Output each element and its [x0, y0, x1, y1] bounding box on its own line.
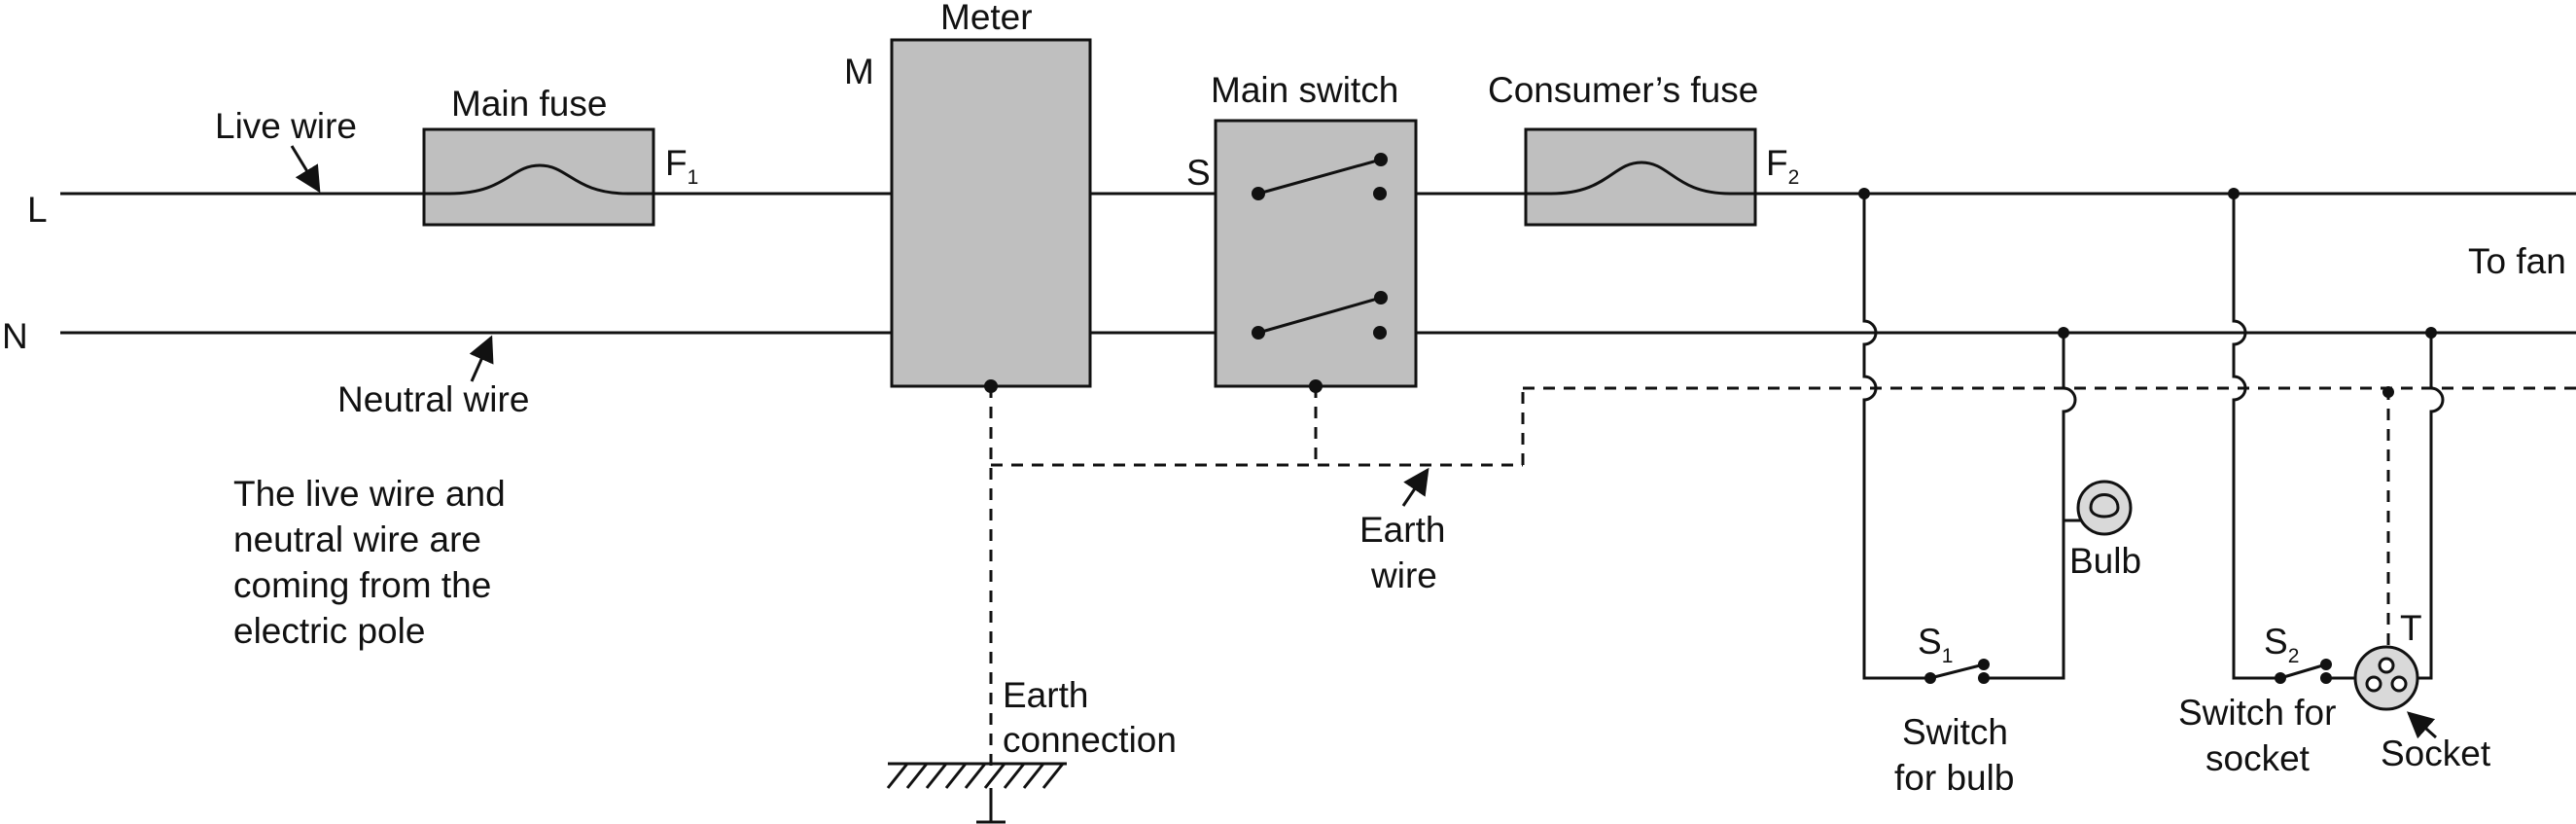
socket-label: Socket — [2381, 734, 2491, 773]
main-fuse-tag: F1 — [665, 143, 698, 189]
svg-text:coming from the: coming from the — [233, 565, 491, 605]
earth-connection-label-2: connection — [1003, 720, 1177, 760]
svg-text:The live wire and: The live wire and — [233, 474, 506, 514]
live-wire-pointer — [290, 145, 321, 194]
neutral-wire-pointer — [469, 335, 494, 382]
bulb-live-junction — [1858, 188, 1870, 199]
neutral-line-letter: N — [2, 316, 28, 356]
svg-text:neutral wire are: neutral wire are — [233, 519, 481, 559]
meter-tag: M — [844, 52, 874, 91]
socket-neutral-junction — [2425, 327, 2437, 339]
bulb-circuit-wiring — [1862, 194, 2106, 680]
bulb-switch[interactable] — [1924, 659, 1990, 684]
earth-wire-label-1: Earth — [1359, 510, 1445, 550]
bulb-switch-label-1: Switch — [1902, 712, 2008, 752]
socket-switch-label-1: Switch for — [2178, 693, 2336, 733]
main-switch-tag: S — [1186, 153, 1211, 193]
socket-switch-tag: S2 — [2264, 622, 2299, 667]
socket-live-junction — [2228, 188, 2240, 199]
bulb-icon — [2076, 480, 2133, 536]
bulb-label: Bulb — [2069, 541, 2141, 581]
main-switch-label: Main switch — [1211, 70, 1398, 110]
consumers-fuse — [1524, 127, 1757, 227]
meter-box — [890, 38, 1092, 388]
svg-text:electric pole: electric pole — [233, 611, 425, 651]
socket-pointer — [2406, 711, 2437, 739]
earth-wire-label-2: wire — [1370, 555, 1437, 595]
consumers-fuse-tag: F2 — [1766, 143, 1799, 189]
live-line-letter: L — [27, 190, 48, 230]
bulb-switch-label-2: for bulb — [1894, 758, 2014, 798]
main-fuse-label: Main fuse — [451, 84, 607, 124]
bulb-switch-tag: S1 — [1918, 622, 1953, 667]
live-wire-label: Live wire — [215, 106, 357, 146]
socket-tag: T — [2400, 608, 2422, 648]
neutral-wire-label: Neutral wire — [337, 379, 529, 419]
main-fuse — [422, 127, 655, 227]
socket-switch-label-2: socket — [2205, 738, 2311, 778]
bulb-neutral-junction — [2058, 327, 2069, 339]
to-fan-label: To fan — [2468, 241, 2566, 281]
meter-label: Meter — [940, 0, 1033, 37]
socket-earth-junction — [2382, 386, 2394, 398]
source-note: The live wire and neutral wire are comin… — [233, 474, 506, 651]
earth-wire — [989, 386, 2576, 769]
earth-wire-pointer — [1401, 467, 1429, 507]
socket-switch[interactable] — [2275, 659, 2332, 684]
socket-icon — [2353, 645, 2419, 711]
consumers-fuse-label: Consumer’s fuse — [1488, 70, 1758, 110]
socket-circuit-wiring — [2232, 194, 2445, 680]
main-switch[interactable] — [1214, 119, 1418, 388]
earth-connection-ground-icon — [886, 762, 1067, 824]
earth-connection-label-1: Earth — [1003, 675, 1088, 715]
